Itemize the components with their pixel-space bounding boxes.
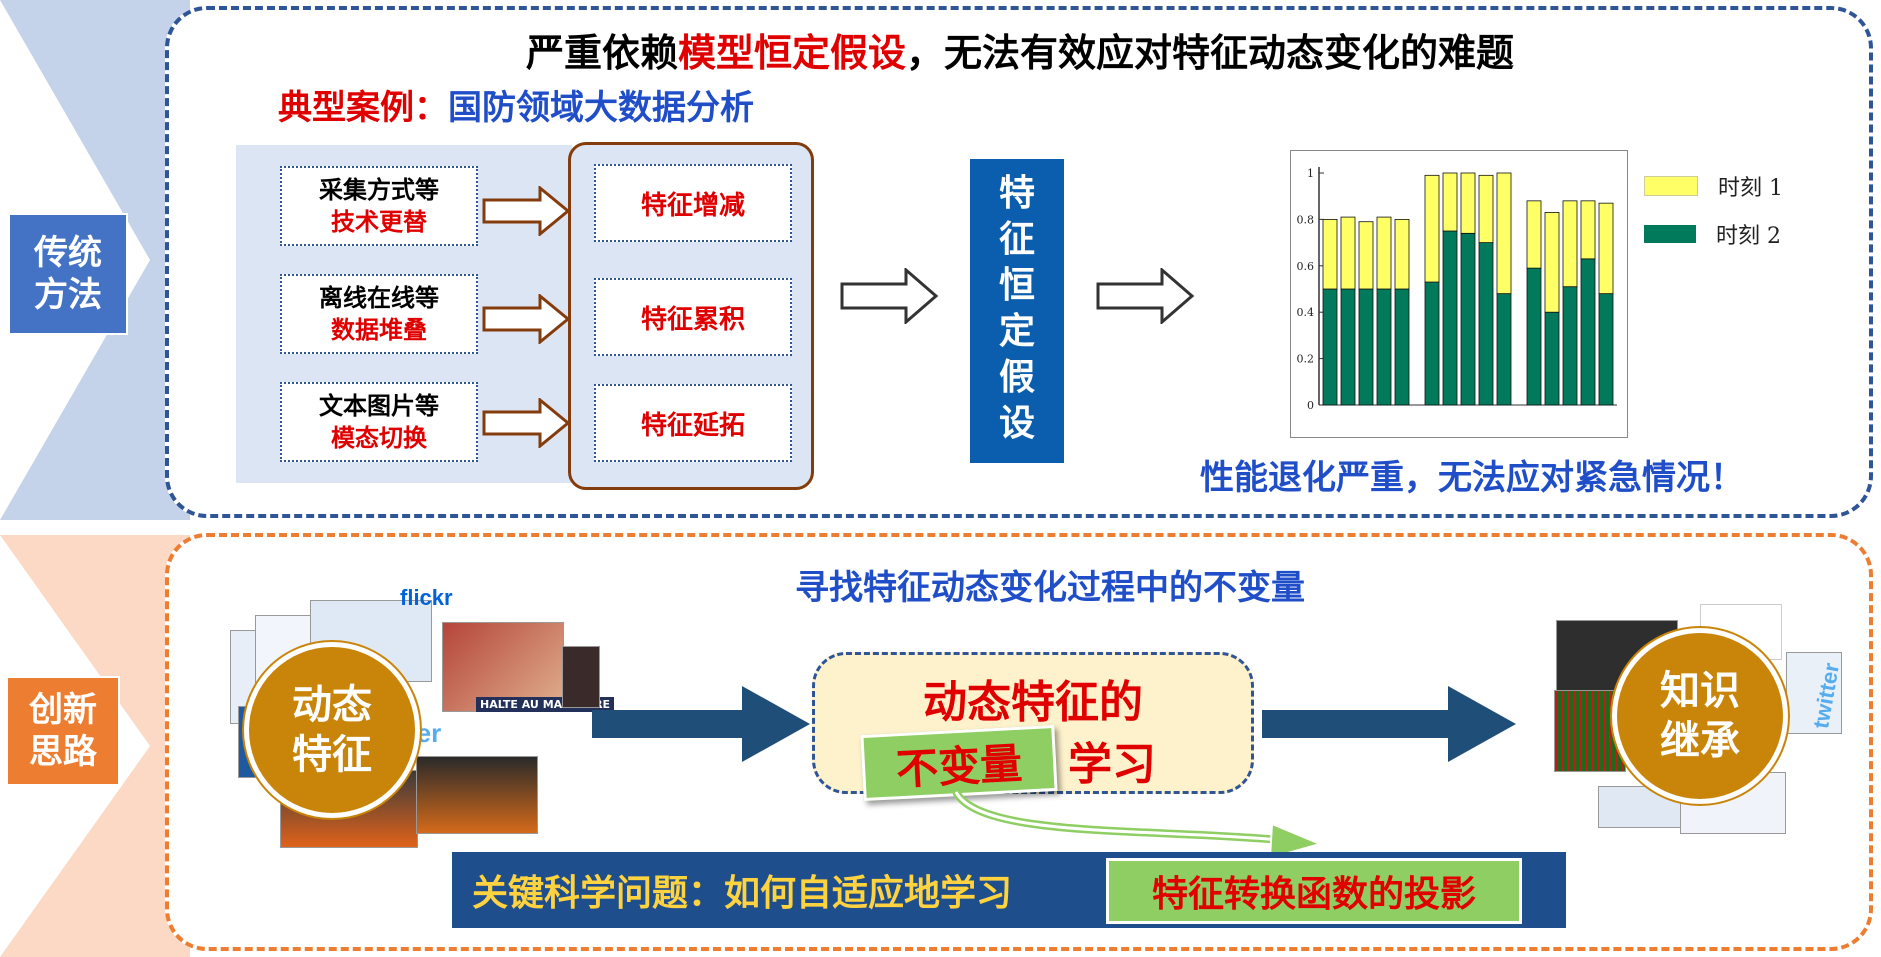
bar-moment-2 [1358,288,1374,406]
y-tick-label: 1 [1307,167,1314,180]
bar-moment-2 [1460,232,1476,406]
arrow-right-icon [482,398,571,448]
feature-constant-assumption: 特征恒定假设 [970,159,1064,463]
learning-text: 学习 [1068,739,1156,790]
chart-thumbnail [1786,652,1842,734]
dynamic-feature-circle: 动态 特征 [244,642,420,818]
y-tick-label: 0.4 [1297,306,1315,319]
bar-moment-2 [1478,242,1494,406]
bar-moment-1 [1340,216,1356,290]
key-question-highlight: 特征转换函数的投影 [1106,858,1522,924]
bar-moment-2 [1496,293,1512,406]
arrow-right-icon [592,686,810,762]
bar-moment-2 [1340,288,1356,406]
top-headline: 严重依赖模型恒定假设，无法有效应对特征动态变化的难题 [525,31,1515,75]
bar-moment-1 [1478,174,1494,243]
bar-moment-2 [1544,311,1560,406]
bar-moment-2 [1562,286,1578,406]
flickr-logo: flickr [400,585,453,610]
innovation-label: 创新 思路 [6,676,120,786]
source-box-offline-online: 离线在线等数据堆叠 [280,274,478,354]
bar-moment-1 [1460,172,1476,234]
source-box-modality: 文本图片等模态切换 [280,382,478,462]
bar-moment-2 [1322,288,1338,406]
traditional-method-label: 传统 方法 [8,213,128,335]
bar-moment-1 [1424,174,1440,283]
bar-moment-1 [1598,202,1614,295]
feature-box-extend: 特征延拓 [594,384,792,462]
bar-moment-1 [1526,200,1542,269]
performance-conclusion: 性能退化严重，无法应对紧急情况！ [1200,458,1744,498]
legend-moment-1: 时刻 1 [1644,170,1783,202]
bar-moment-1 [1544,212,1560,313]
bar-moment-1 [1394,219,1410,290]
y-tick-label: 0 [1307,399,1314,412]
bar-moment-1 [1580,200,1596,260]
y-tick-label: 0.8 [1297,213,1315,226]
bar-moment-1 [1322,219,1338,290]
knowledge-inheritance-circle: 知识 继承 [1612,628,1788,804]
arrow-right-icon [1096,268,1195,324]
bar-moment-2 [1424,281,1440,406]
bottom-chevron [0,535,190,957]
bar-moment-2 [1598,293,1614,406]
bar-moment-2 [1376,288,1392,406]
curved-arrow-icon [952,789,1324,860]
bar-moment-1 [1562,200,1578,288]
center-line-1: 动态特征的 [923,677,1143,728]
bar-moment-1 [1376,216,1392,290]
bar-moment-1 [1358,221,1374,290]
arrow-right-icon [482,186,571,236]
arrow-right-icon [840,268,939,324]
bar-moment-2 [1580,258,1596,406]
bar-moment-2 [1526,267,1542,406]
legend-moment-2: 时刻 2 [1644,218,1781,250]
y-tick-label: 0.2 [1297,353,1315,366]
bar-moment-1 [1496,172,1512,295]
photo-thumbnail [562,646,600,708]
performance-chart: 0 0.2 0.4 0.6 0.8 1 [1290,150,1628,438]
typical-case: 典型案例：国防领域大数据分析 [278,88,754,128]
arrow-right-icon [482,294,571,344]
source-box-collection: 采集方式等技术更替 [280,166,478,246]
stacked-bar-chart: 0 0.2 0.4 0.6 0.8 1 [1297,167,1617,412]
bar-moment-2 [1442,230,1458,406]
bar-moment-2 [1394,288,1410,406]
feature-box-increase-decrease: 特征增减 [594,164,792,242]
y-tick-label: 0.6 [1297,260,1315,273]
feature-box-accumulate: 特征累积 [594,278,792,356]
top-chevron [0,0,190,520]
bar-moment-1 [1442,172,1458,232]
photo-thumbnail [416,756,538,834]
seek-invariant-title: 寻找特征动态变化过程中的不变量 [795,568,1305,608]
arrow-right-icon [1262,686,1516,762]
key-question-text: 关键科学问题：如何自适应地学习 [472,873,1013,914]
